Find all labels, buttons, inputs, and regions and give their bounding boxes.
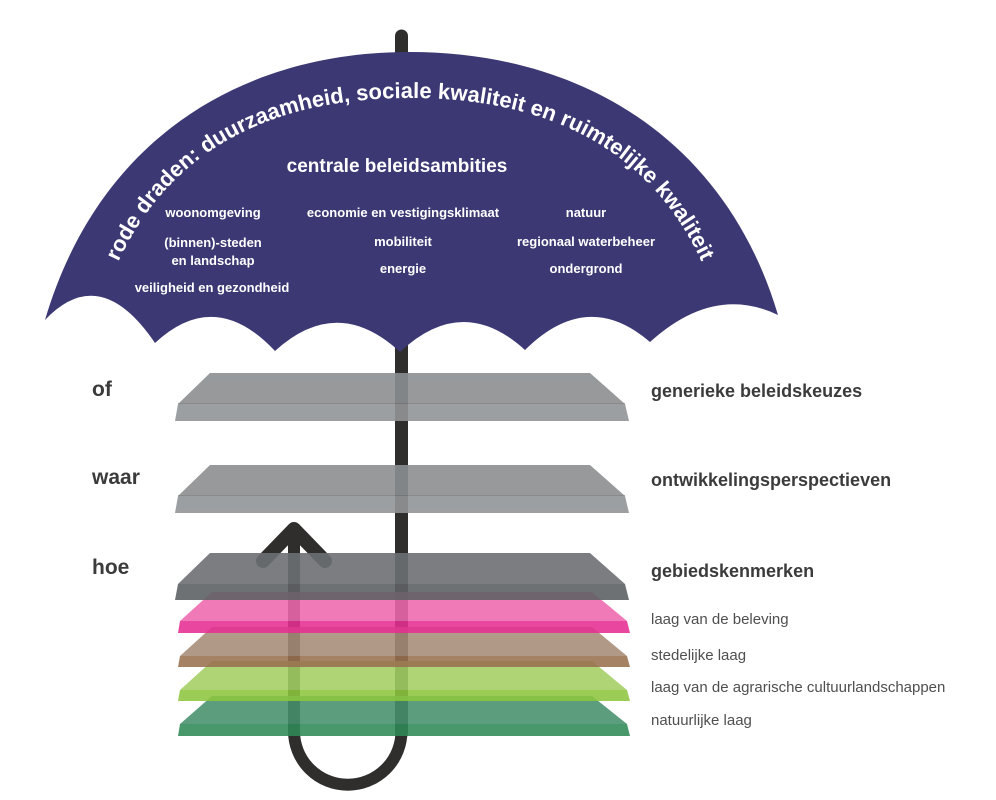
layer-label-beleving: laag van de beleving bbox=[651, 611, 789, 628]
ambition-economie: economie en vestigingsklimaat bbox=[307, 205, 500, 220]
plane-front-face bbox=[175, 404, 629, 421]
plane-top-face bbox=[178, 553, 625, 584]
plane-gebiedskenmerken bbox=[175, 553, 629, 600]
layer-natuurlijke-laag bbox=[178, 696, 630, 736]
plane-front-face bbox=[175, 584, 629, 600]
ambition-energie: energie bbox=[380, 261, 426, 276]
question-label-of: of bbox=[92, 378, 112, 401]
upward-arrow-icon bbox=[256, 522, 332, 568]
plane-front-face bbox=[175, 496, 629, 513]
layer-label-stedelijke-laag: stedelijke laag bbox=[651, 647, 747, 664]
ambition-natuur: natuur bbox=[566, 205, 606, 220]
plane-generieke-beleidskeuzes bbox=[175, 373, 629, 421]
plane-top-face bbox=[178, 465, 625, 496]
ambition-binnensteden: (binnen)-steden bbox=[164, 235, 262, 250]
plane-label-generieke-beleidskeuzes: generieke beleidskeuzes bbox=[651, 381, 863, 401]
plane-label-gebiedskenmerken: gebiedskenmerken bbox=[651, 561, 815, 581]
layer-label-natuurlijke-laag: natuurlijke laag bbox=[651, 712, 752, 729]
ambition-woonomgeving: woonomgeving bbox=[164, 205, 260, 220]
plane-ontwikkelingsperspectieven bbox=[175, 465, 629, 513]
ambition-en-landschap: en landschap bbox=[171, 253, 254, 268]
question-label-waar: waar bbox=[92, 466, 140, 489]
layer-front-face bbox=[178, 621, 630, 633]
umbrella-canopy bbox=[45, 52, 778, 352]
canopy-heading: centrale beleidsambities bbox=[287, 156, 508, 177]
question-label-hoe: hoe bbox=[92, 556, 130, 579]
ambition-waterbeheer: regionaal waterbeheer bbox=[517, 234, 655, 249]
layer-stedelijke-laag bbox=[178, 627, 630, 667]
layer-top-face bbox=[180, 696, 627, 724]
umbrella-handle-hook bbox=[288, 534, 408, 791]
layer-agrarische-cultuurlandschappen bbox=[178, 661, 630, 701]
layer-front-face bbox=[178, 724, 630, 736]
ambition-veiligheid: veiligheid en gezondheid bbox=[135, 280, 290, 295]
layer-front-face bbox=[178, 656, 630, 667]
layer-top-face bbox=[180, 627, 627, 656]
ambition-mobiliteit: mobiliteit bbox=[374, 234, 432, 249]
layer-label-agrarische-cultuurlandschappen: laag van de agrarische cultuurlandschapp… bbox=[651, 679, 946, 696]
plane-label-ontwikkelingsperspectieven: ontwikkelingsperspectieven bbox=[651, 470, 892, 490]
layer-front-face bbox=[178, 690, 630, 701]
ambition-ondergrond: ondergrond bbox=[550, 261, 623, 276]
plane-top-face bbox=[178, 373, 625, 404]
layer-top-face bbox=[180, 661, 627, 690]
canopy-texts: centrale beleidsambities woonomgeving (b… bbox=[135, 156, 655, 295]
